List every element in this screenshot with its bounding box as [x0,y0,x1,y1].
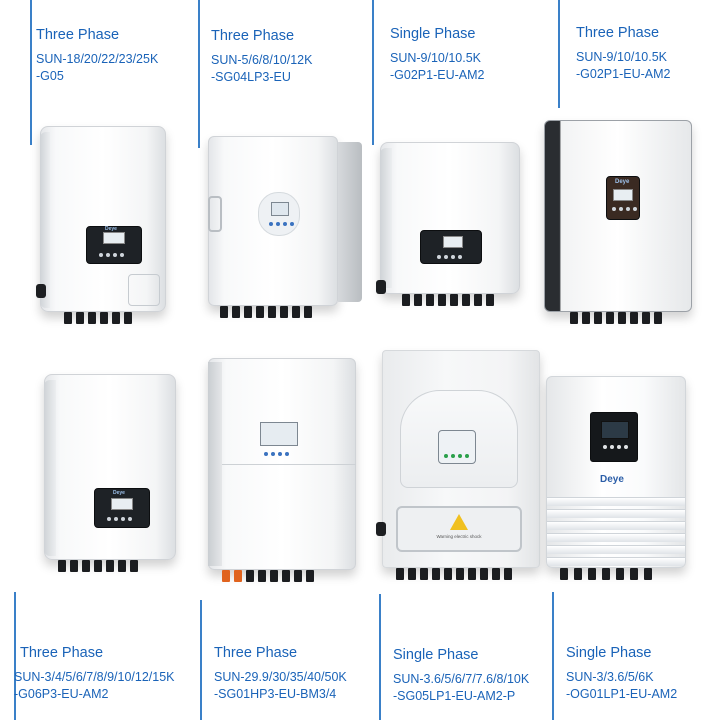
model-line-2: -G02P1-EU-AM2 [390,68,485,82]
connector-row [560,568,652,580]
model-line-2: -OG01LP1-EU-AM2 [566,687,678,701]
connector-row [220,306,312,318]
brand-logo: Deye [600,474,624,485]
model-line-2: -G06P3-EU-AM2 [14,687,109,701]
display-panel: Deye [94,488,150,528]
inverter-image-6 [200,358,376,590]
cell-label-8: Single Phase SUN-3/3.6/5/6K -OG01LP1-EU-… [566,644,677,703]
connector-row [64,312,132,324]
cell-label-7: Single Phase SUN-3.6/5/6/7/7.6/8/10K -SG… [393,646,529,705]
inverter-image-1: Deye [36,126,186,326]
connector-row [570,312,662,324]
inverter-image-8: Deye [544,376,694,582]
divider-line-7 [379,594,381,720]
divider-line-2 [198,0,200,148]
model-line-2: -G05 [36,69,64,83]
model-line-1: SUN-18/20/22/23/25K [36,52,159,66]
display-panel [590,412,638,462]
model-line-2: -SG05LP1-EU-AM2-P [393,689,516,703]
display-panel [420,230,482,264]
phase-label: Three Phase [20,645,104,661]
inverter-image-3 [368,142,544,322]
display-panel: Deye [606,176,640,220]
warning-label: Warning electric shock [436,534,482,539]
divider-line-4 [558,0,560,108]
dc-switch-knob [376,522,386,536]
cell-label-2: Three Phase SUN-5/6/8/10/12K -SG04LP3-EU [211,27,312,86]
model-line-1: SUN-5/6/8/10/12K [211,53,313,67]
connector-row [222,570,314,582]
model-line-2: -SG04LP3-EU [211,70,291,84]
cell-label-3: Single Phase SUN-9/10/10.5K -G02P1-EU-AM… [390,25,484,84]
brand-logo: Deye [113,490,125,496]
phase-label: Three Phase [576,25,660,41]
inverter-image-4: Deye [540,120,702,332]
divider-line-5 [14,592,16,720]
display-panel [438,430,476,464]
inverter-image-7: Warning electric shock [374,350,550,586]
divider-line-8 [552,592,554,720]
divider-line-3 [372,0,374,145]
model-line-1: SUN-29.9/30/35/40/50K [214,670,347,684]
phase-label: Single Phase [393,647,479,663]
inverter-image-2 [200,136,370,336]
phase-label: Three Phase [36,27,120,43]
model-line-1: SUN-9/10/10.5K [390,51,482,65]
cell-label-5: Three Phase SUN-3/4/5/6/7/8/9/10/12/15K … [14,644,175,703]
connector-row [402,294,494,306]
cell-label-6: Three Phase SUN-29.9/30/35/40/50K -SG01H… [214,644,347,703]
warning-triangle-icon [450,514,468,530]
model-line-1: SUN-3/3.6/5/6K [566,670,654,684]
inverter-image-5: Deye [36,374,196,574]
phase-label: Three Phase [214,645,298,661]
divider-line-6 [200,600,202,720]
brand-logo: Deye [615,179,630,185]
cell-label-4: Three Phase SUN-9/10/10.5K -G02P1-EU-AM2 [576,24,670,83]
dc-switch-knob [36,284,46,298]
model-line-2: -G02P1-EU-AM2 [576,67,671,81]
model-line-2: -SG01HP3-EU-BM3/4 [214,687,337,701]
model-line-1: SUN-3/4/5/6/7/8/9/10/12/15K [14,670,175,684]
brand-logo: Deye [105,226,117,232]
display-panel [260,422,298,446]
dc-switch-knob [376,280,386,294]
connector-row [58,560,138,572]
phase-label: Single Phase [566,645,652,661]
connector-row [396,568,512,580]
display-panel: Deye [86,226,142,264]
model-line-1: SUN-9/10/10.5K [576,50,668,64]
model-line-1: SUN-3.6/5/6/7/7.6/8/10K [393,672,530,686]
cell-label-1: Three Phase SUN-18/20/22/23/25K -G05 [36,26,158,85]
display-panel [258,192,300,236]
divider-line-1 [30,0,32,145]
phase-label: Single Phase [390,26,476,42]
phase-label: Three Phase [211,28,295,44]
